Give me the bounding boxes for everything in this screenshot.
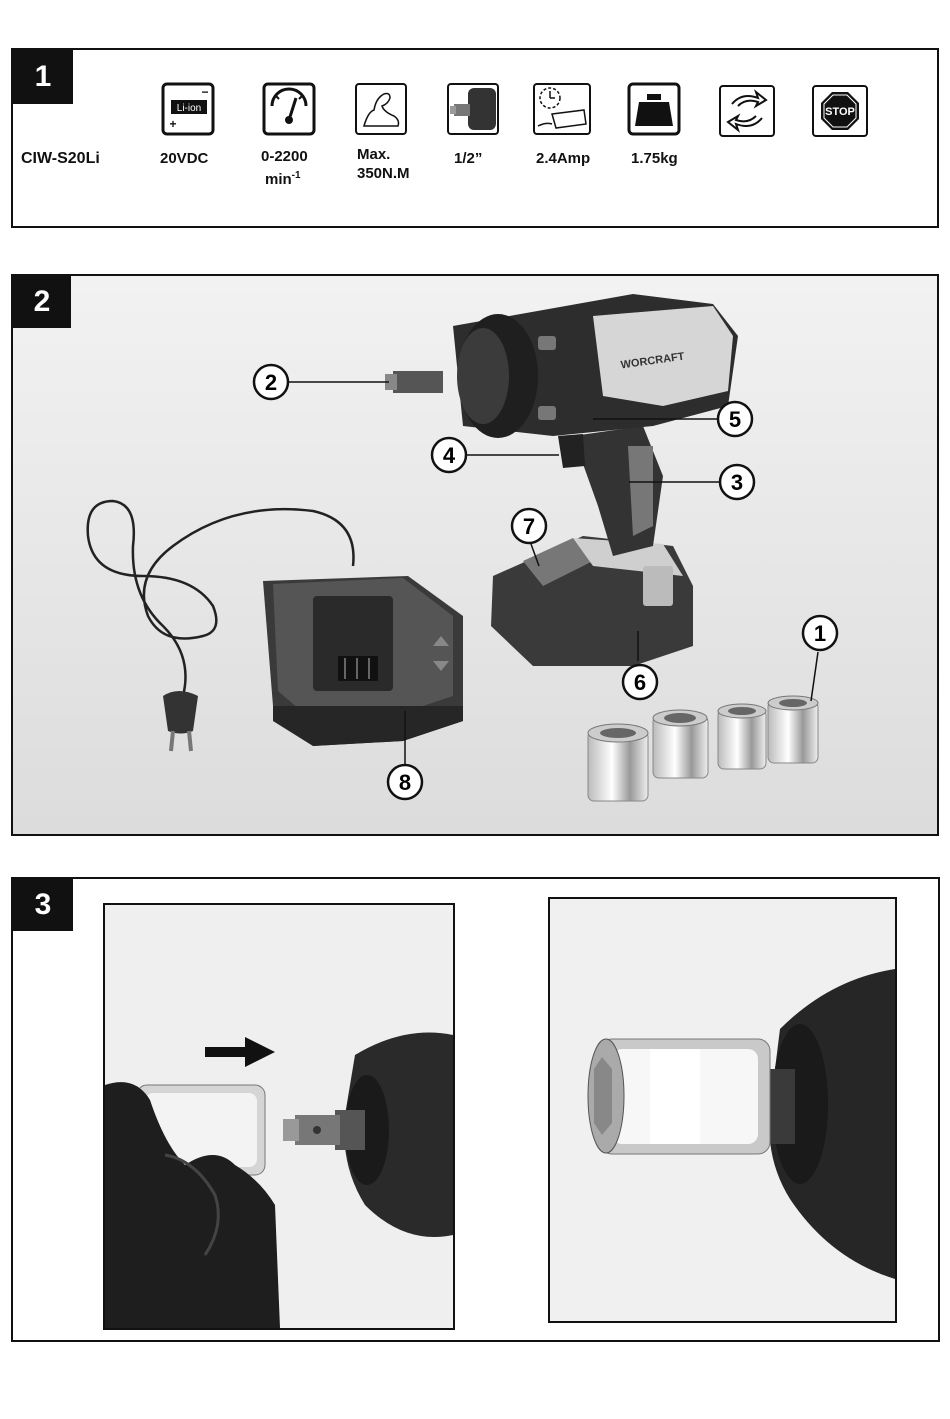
svg-text:3: 3 bbox=[731, 470, 743, 495]
socket-fitted-photo bbox=[548, 897, 897, 1323]
socket-2 bbox=[653, 710, 708, 778]
socket-4 bbox=[768, 696, 818, 763]
socket-insert-image bbox=[105, 905, 453, 1328]
panel-number-1: 1 bbox=[13, 50, 73, 104]
torque-value: Max. 350N.M bbox=[357, 145, 410, 183]
socket-1 bbox=[588, 724, 648, 801]
callout-1: 1 bbox=[803, 616, 837, 650]
socket-insert-photo bbox=[103, 903, 455, 1330]
speed-value-line1: 0-2200 bbox=[261, 147, 308, 166]
svg-text:6: 6 bbox=[634, 670, 646, 695]
socket-3 bbox=[718, 704, 766, 769]
svg-text:7: 7 bbox=[523, 514, 535, 539]
svg-text:4: 4 bbox=[443, 443, 456, 468]
speed-value-line2: min-1 bbox=[261, 166, 308, 189]
svg-text:5: 5 bbox=[729, 407, 741, 432]
svg-text:2: 2 bbox=[265, 370, 277, 395]
specs-panel: 1 CIW-S20Li Li-ion − + 20VDC 0-2200 min-… bbox=[11, 48, 939, 228]
svg-text:STOP: STOP bbox=[825, 106, 855, 118]
callout-8: 8 bbox=[388, 765, 422, 799]
weight-value: 1.75kg bbox=[631, 149, 678, 168]
callout-6: 6 bbox=[623, 665, 657, 699]
components-photo: WORCRAFT bbox=[13, 276, 937, 834]
svg-text:Li-ion: Li-ion bbox=[177, 103, 201, 114]
speed-unit: min bbox=[265, 171, 292, 188]
callout-4: 4 bbox=[432, 438, 466, 472]
speed-gauge-icon bbox=[262, 82, 316, 136]
stop-icon: STOP bbox=[811, 84, 869, 138]
callout-2: 2 bbox=[254, 365, 288, 399]
drive-socket-icon bbox=[446, 82, 500, 136]
torque-value-line1: Max. bbox=[357, 145, 410, 164]
panel-number-3: 3 bbox=[13, 879, 73, 931]
socket-fitting-panel: 3 bbox=[11, 877, 940, 1342]
charger-time-icon bbox=[532, 82, 592, 136]
drive-size-value: 1/2” bbox=[454, 149, 482, 168]
svg-text:8: 8 bbox=[399, 770, 411, 795]
callout-3: 3 bbox=[720, 465, 754, 499]
svg-text:1: 1 bbox=[814, 621, 826, 646]
svg-text:−: − bbox=[201, 85, 208, 99]
panel-number-2: 2 bbox=[13, 276, 71, 328]
callout-7: 7 bbox=[512, 509, 546, 543]
model-name: CIW-S20Li bbox=[21, 149, 100, 168]
torque-arm-icon bbox=[354, 82, 408, 136]
speed-value: 0-2200 min-1 bbox=[261, 147, 308, 189]
components-panel: WORCRAFT bbox=[11, 274, 939, 836]
callout-5: 5 bbox=[718, 402, 752, 436]
speed-unit-exponent: -1 bbox=[292, 170, 301, 181]
battery-icon: Li-ion − + bbox=[161, 82, 215, 136]
socket-fitted-image bbox=[550, 899, 895, 1321]
svg-text:+: + bbox=[169, 117, 176, 131]
voltage-value: 20VDC bbox=[160, 149, 208, 168]
torque-value-line2: 350N.M bbox=[357, 164, 410, 183]
weight-icon bbox=[627, 82, 681, 136]
charge-current-value: 2.4Amp bbox=[536, 149, 590, 168]
rotation-icon bbox=[718, 84, 776, 138]
charger-unit bbox=[263, 576, 463, 746]
